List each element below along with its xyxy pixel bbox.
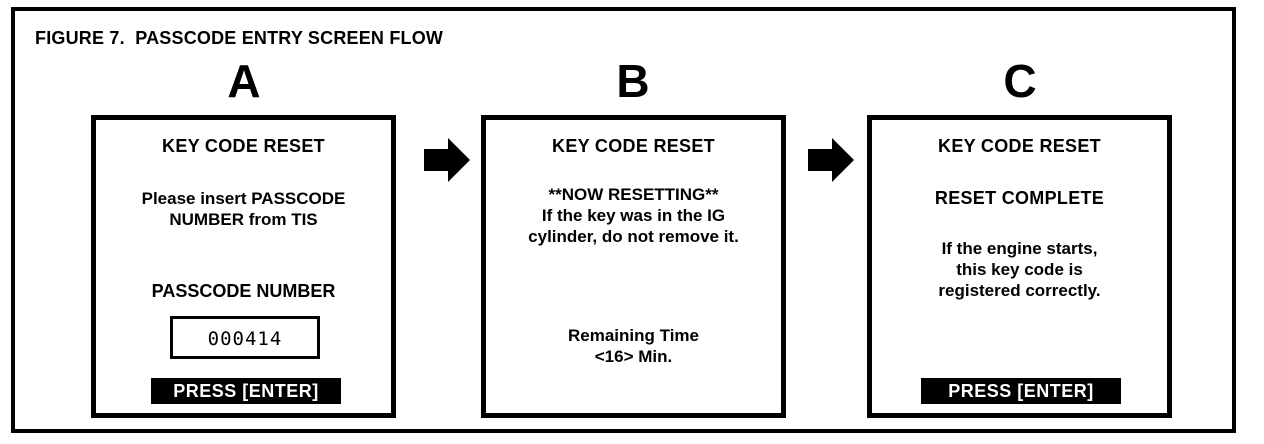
- screen-panel-c: KEY CODE RESET RESET COMPLETE If the eng…: [867, 115, 1172, 418]
- screen-c-body: If the engine starts, this key code is r…: [938, 239, 1101, 300]
- right-arrow-icon: [808, 138, 854, 182]
- screen-c-status: RESET COMPLETE: [934, 188, 1105, 208]
- step-letter-c: C: [1003, 55, 1037, 107]
- press-enter-button-c[interactable]: PRESS [ENTER]: [921, 378, 1121, 404]
- step-letter-b: B: [616, 55, 650, 107]
- screen-panel-a: KEY CODE RESET Please insert PASSCODE NU…: [91, 115, 396, 418]
- figure-frame: FIGURE 7. PASSCODE ENTRY SCREEN FLOW A B…: [11, 7, 1236, 433]
- passcode-field-label: PASSCODE NUMBER: [151, 281, 336, 301]
- screen-c-heading: KEY CODE RESET: [938, 136, 1101, 156]
- press-enter-button-a[interactable]: PRESS [ENTER]: [151, 378, 341, 404]
- screen-b-heading: KEY CODE RESET: [552, 136, 715, 156]
- step-letter-a: A: [227, 55, 261, 107]
- screen-b-remaining-time: Remaining Time <16> Min.: [568, 326, 699, 366]
- right-arrow-icon: [424, 138, 470, 182]
- figure-title: FIGURE 7. PASSCODE ENTRY SCREEN FLOW: [35, 28, 444, 48]
- screen-b-body: **NOW RESETTING** If the key was in the …: [528, 185, 739, 246]
- screen-panel-b: KEY CODE RESET **NOW RESETTING** If the …: [481, 115, 786, 418]
- screen-a-prompt: Please insert PASSCODE NUMBER from TIS: [141, 189, 346, 229]
- passcode-value: 000414: [207, 328, 283, 350]
- screen-a-heading: KEY CODE RESET: [162, 136, 325, 156]
- passcode-input[interactable]: 000414: [170, 316, 320, 359]
